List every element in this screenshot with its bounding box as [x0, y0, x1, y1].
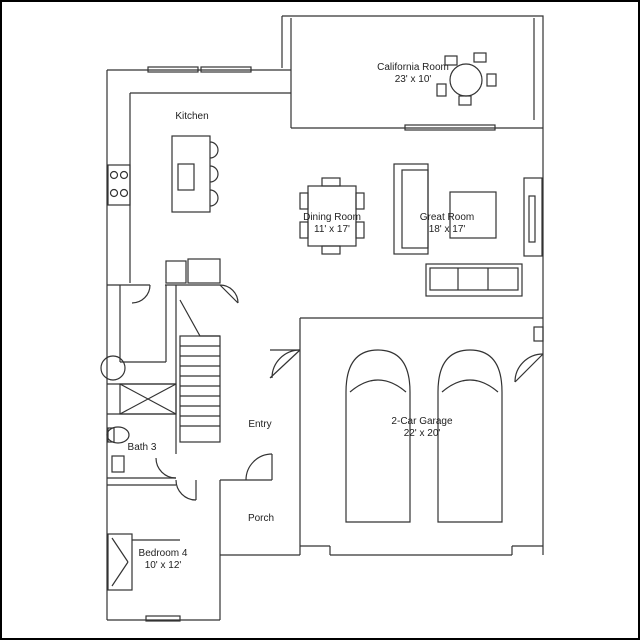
entry-label: Entry [238, 419, 282, 431]
room-name: Entry [248, 419, 272, 430]
dining-room-label: Dining Room 11' x 17' [296, 212, 368, 236]
garage-label: 2-Car Garage 22' x 20' [382, 416, 462, 440]
kitchen-fixtures [107, 135, 221, 284]
room-dims: 11' x 17' [314, 224, 350, 235]
room-name: Bedroom 4 [138, 548, 188, 559]
room-name: Bath 3 [127, 442, 157, 453]
room-dims: 10' x 12' [144, 560, 182, 571]
room-name: Kitchen [175, 111, 209, 122]
california-room-area [281, 15, 544, 131]
california-room-label: California Room 23' x 10' [370, 62, 456, 86]
great-room-furniture [393, 163, 543, 297]
interior-walls [100, 284, 239, 454]
kitchen-label: Kitchen [166, 111, 218, 123]
room-name: Porch [247, 513, 275, 524]
entry-walls [175, 318, 301, 556]
car-right [437, 349, 503, 523]
room-dims: 18' x 17' [428, 224, 466, 235]
room-dims: 22' x 20' [403, 428, 441, 439]
garage-walls [300, 317, 544, 556]
bedroom-4-label: Bedroom 4 10' x 12' [130, 548, 196, 572]
room-dims: 23' x 10' [394, 74, 432, 85]
staircase [179, 299, 221, 443]
dining-table [299, 177, 365, 255]
bedroom-4-walls [107, 533, 181, 622]
bath-closet [106, 383, 177, 486]
car-left [345, 349, 411, 523]
room-name: California Room [377, 62, 449, 73]
room-name: Dining Room [303, 212, 361, 223]
porch-label: Porch [238, 513, 284, 525]
great-room-label: Great Room 18' x 17' [412, 212, 482, 236]
room-name: Great Room [419, 212, 475, 223]
room-name: 2-Car Garage [391, 416, 453, 427]
patio-table [436, 52, 497, 106]
bath-3-label: Bath 3 [122, 442, 162, 454]
